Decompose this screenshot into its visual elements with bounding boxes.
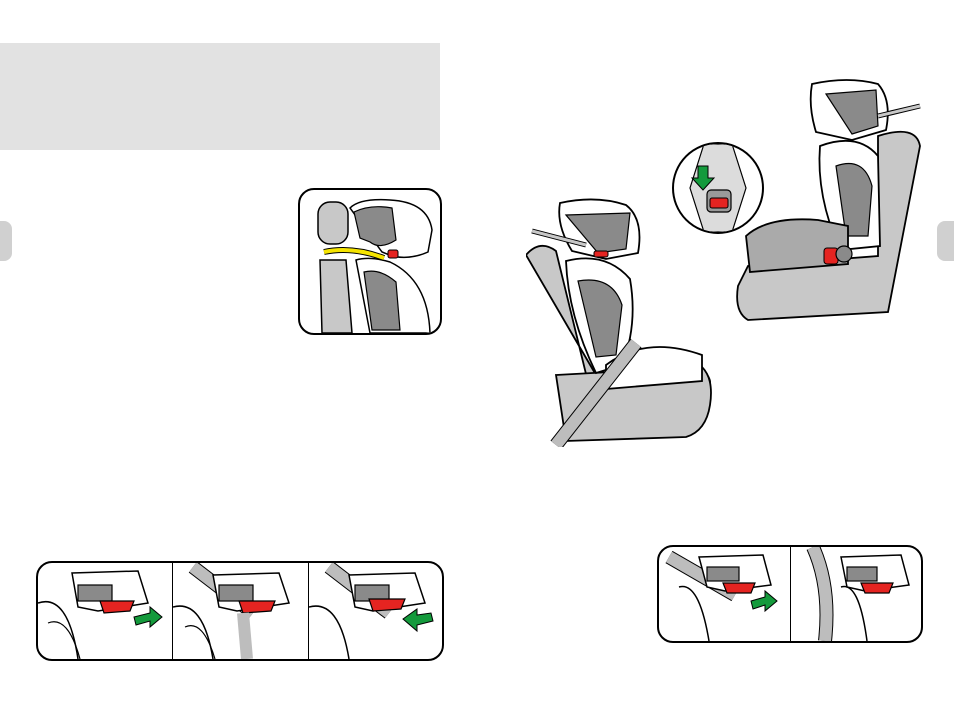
- latch-release-step-1: [38, 563, 173, 659]
- buckle-push-icon: [689, 144, 747, 232]
- latch-release-step-3: [309, 563, 442, 659]
- latch-release-step-2: [173, 563, 309, 659]
- seat-side-illustration: [526, 195, 716, 447]
- left-page-tab: [0, 221, 12, 261]
- latch-release-step-a: [659, 547, 791, 641]
- latch-release-sequence-panel: [36, 561, 444, 661]
- latch-release-step-a-icon: [665, 550, 778, 641]
- latch-release-step-3-icon: [309, 563, 434, 659]
- latch-release-step-b-icon: [806, 547, 910, 641]
- header-band: [0, 43, 440, 150]
- headrest-strap-icon: [317, 198, 433, 333]
- latch-release-step-1-icon: [38, 570, 163, 659]
- buckle-closeup-circle: [672, 142, 764, 234]
- headrest-strap-panel: [298, 188, 442, 335]
- latch-release-pair-panel: [657, 545, 923, 643]
- right-page-tab: [937, 221, 954, 261]
- seat-on-bench-illustration: [728, 76, 928, 324]
- latch-release-step-2-icon: [173, 563, 290, 659]
- latch-release-step-b: [791, 547, 921, 641]
- car-seat-belted-icon: [736, 79, 921, 321]
- car-seat-side-icon: [526, 198, 712, 447]
